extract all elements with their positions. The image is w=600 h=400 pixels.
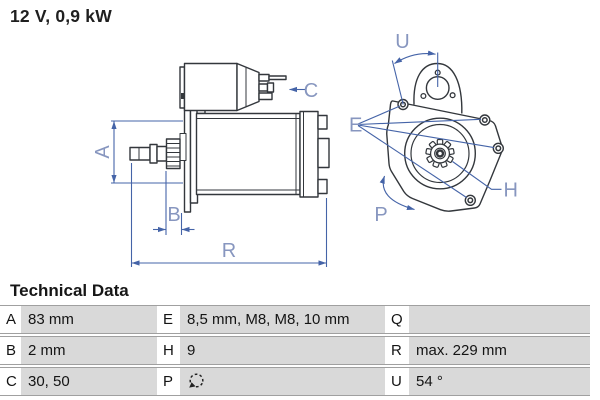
row-label: H: [157, 337, 180, 364]
side-view-dimensions: [111, 86, 328, 267]
row-label: C: [0, 368, 21, 395]
row-label: E: [157, 306, 180, 333]
dimension-label-c: C: [304, 80, 318, 102]
front-view-dimensions: [357, 50, 502, 211]
row-label: P: [157, 368, 180, 395]
dimension-label-h: H: [504, 180, 518, 202]
row-label: B: [0, 337, 21, 364]
row-label: A: [0, 306, 21, 333]
row-value: 30, 50: [21, 368, 157, 395]
dimension-label-a: A: [92, 145, 114, 159]
rotation-direction-icon: [189, 373, 204, 388]
row-value: max. 229 mm: [409, 337, 590, 364]
table-row: B 2 mm H 9 R max. 229 mm: [0, 336, 590, 365]
table-row: A 83 mm E 8,5 mm, M8, M8, 10 mm Q: [0, 305, 590, 334]
row-label: U: [385, 368, 409, 395]
row-value: 8,5 mm, M8, M8, 10 mm: [180, 306, 385, 333]
dimension-label-p: P: [374, 204, 387, 226]
page-title: 12 V, 0,9 kW: [10, 6, 112, 26]
row-value: 9: [180, 337, 385, 364]
row-value: [409, 306, 590, 333]
pinion-gear: [425, 138, 455, 168]
row-value: 54 °: [409, 368, 590, 395]
technical-data-section: Technical Data A 83 mm E 8,5 mm, M8, M8,…: [0, 281, 600, 398]
dimension-label-b: B: [167, 204, 180, 226]
front-view-drawing: [386, 62, 504, 212]
table-row: C 30, 50 P U 54 °: [0, 367, 590, 396]
row-value: 83 mm: [21, 306, 157, 333]
dimension-label-r: R: [222, 240, 236, 262]
side-view-drawing: [129, 62, 330, 213]
row-value: 2 mm: [21, 337, 157, 364]
row-label: Q: [385, 306, 409, 333]
starter-motor-drawings: A B R C: [92, 31, 518, 267]
dimension-label-u: U: [395, 31, 409, 53]
row-label: R: [385, 337, 409, 364]
dimension-label-e: E: [349, 115, 362, 137]
row-value-rotation: [180, 368, 385, 395]
technical-data-heading: Technical Data: [10, 281, 129, 300]
